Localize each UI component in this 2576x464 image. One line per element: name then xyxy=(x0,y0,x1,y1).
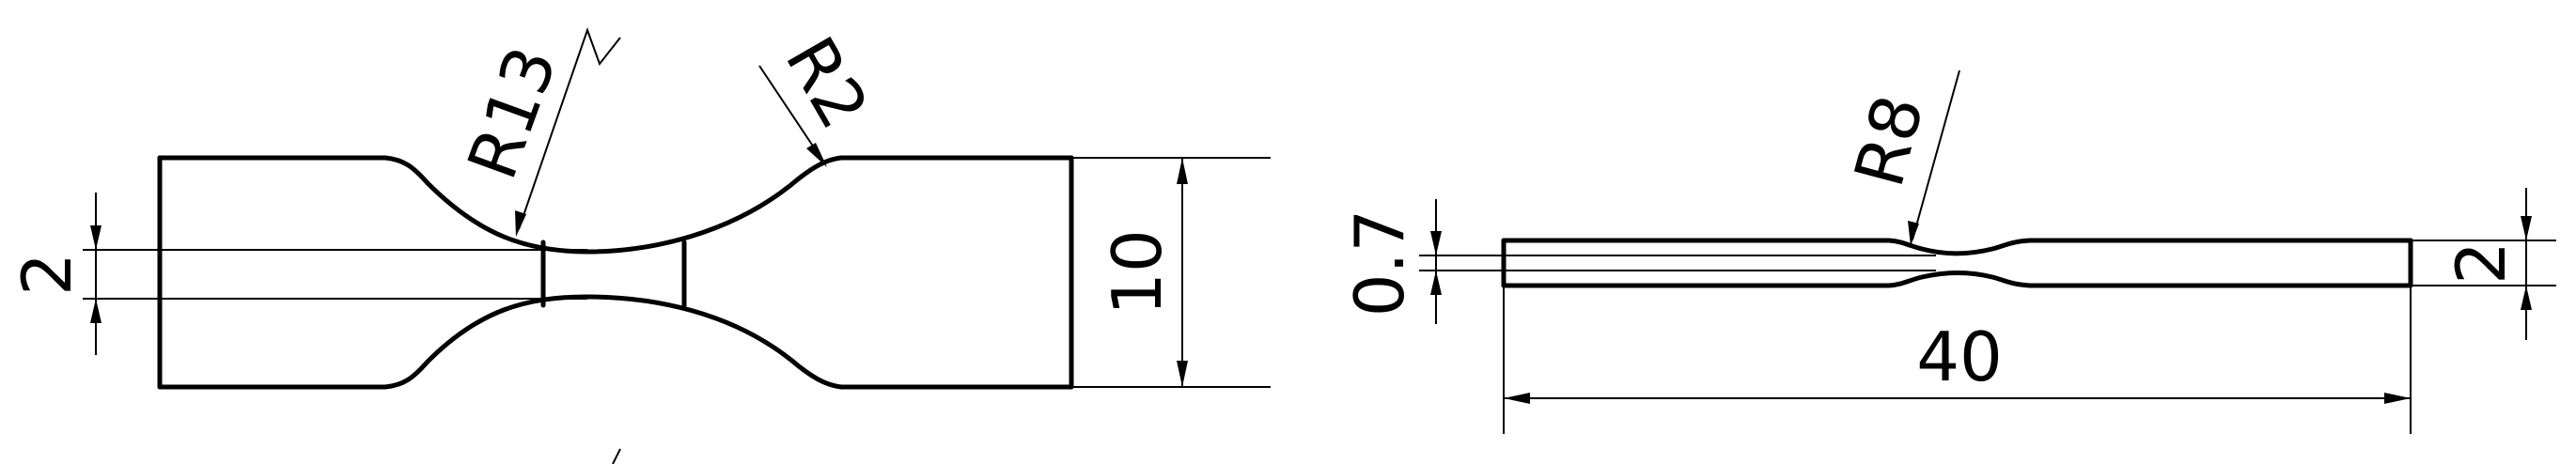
dim-arrow-2-bottom xyxy=(90,299,101,323)
dim-arrow-10-bottom xyxy=(1177,361,1188,387)
dim-arrow-40-right xyxy=(2384,393,2411,404)
leader-arrow-r13 xyxy=(515,210,526,237)
dim-arrow-2-top xyxy=(90,225,101,250)
specimen-outline-bottom xyxy=(157,294,1074,390)
left-view: 2 10 R13 R2 xyxy=(8,23,1271,464)
dim-text-width: 2 xyxy=(8,253,86,296)
leader-arrow-r2 xyxy=(806,143,827,167)
right-view: 0.7 2 R8 40 xyxy=(1340,70,2556,434)
stray-mark xyxy=(612,448,621,464)
radius-label-r13: R13 xyxy=(452,37,571,189)
specimen-outline-top xyxy=(157,155,1074,255)
radius-label-r8: R8 xyxy=(1839,87,1939,194)
radius-label-r2: R2 xyxy=(771,23,884,141)
dim-text-height: 10 xyxy=(1098,229,1177,316)
dim-text-total-thickness: 2 xyxy=(2442,241,2521,285)
dim-text-thickness: 0.7 xyxy=(1340,209,1419,317)
dim-text-length: 40 xyxy=(1916,317,2003,396)
side-outline-bottom xyxy=(1501,270,2413,288)
dim-arrow-40-left xyxy=(1504,393,1530,404)
dim-arrow-07-top xyxy=(1430,231,1442,255)
side-outline-top xyxy=(1501,238,2413,256)
dim-arrow-2r-bottom xyxy=(2521,286,2532,310)
dim-arrow-2r-top xyxy=(2521,216,2532,240)
dim-arrow-10-top xyxy=(1177,158,1188,184)
leader-arrow-r8 xyxy=(1908,221,1919,246)
leader-r13 xyxy=(518,26,621,230)
dim-arrow-07-bottom xyxy=(1430,271,1442,295)
leader-r8 xyxy=(1912,70,1960,240)
